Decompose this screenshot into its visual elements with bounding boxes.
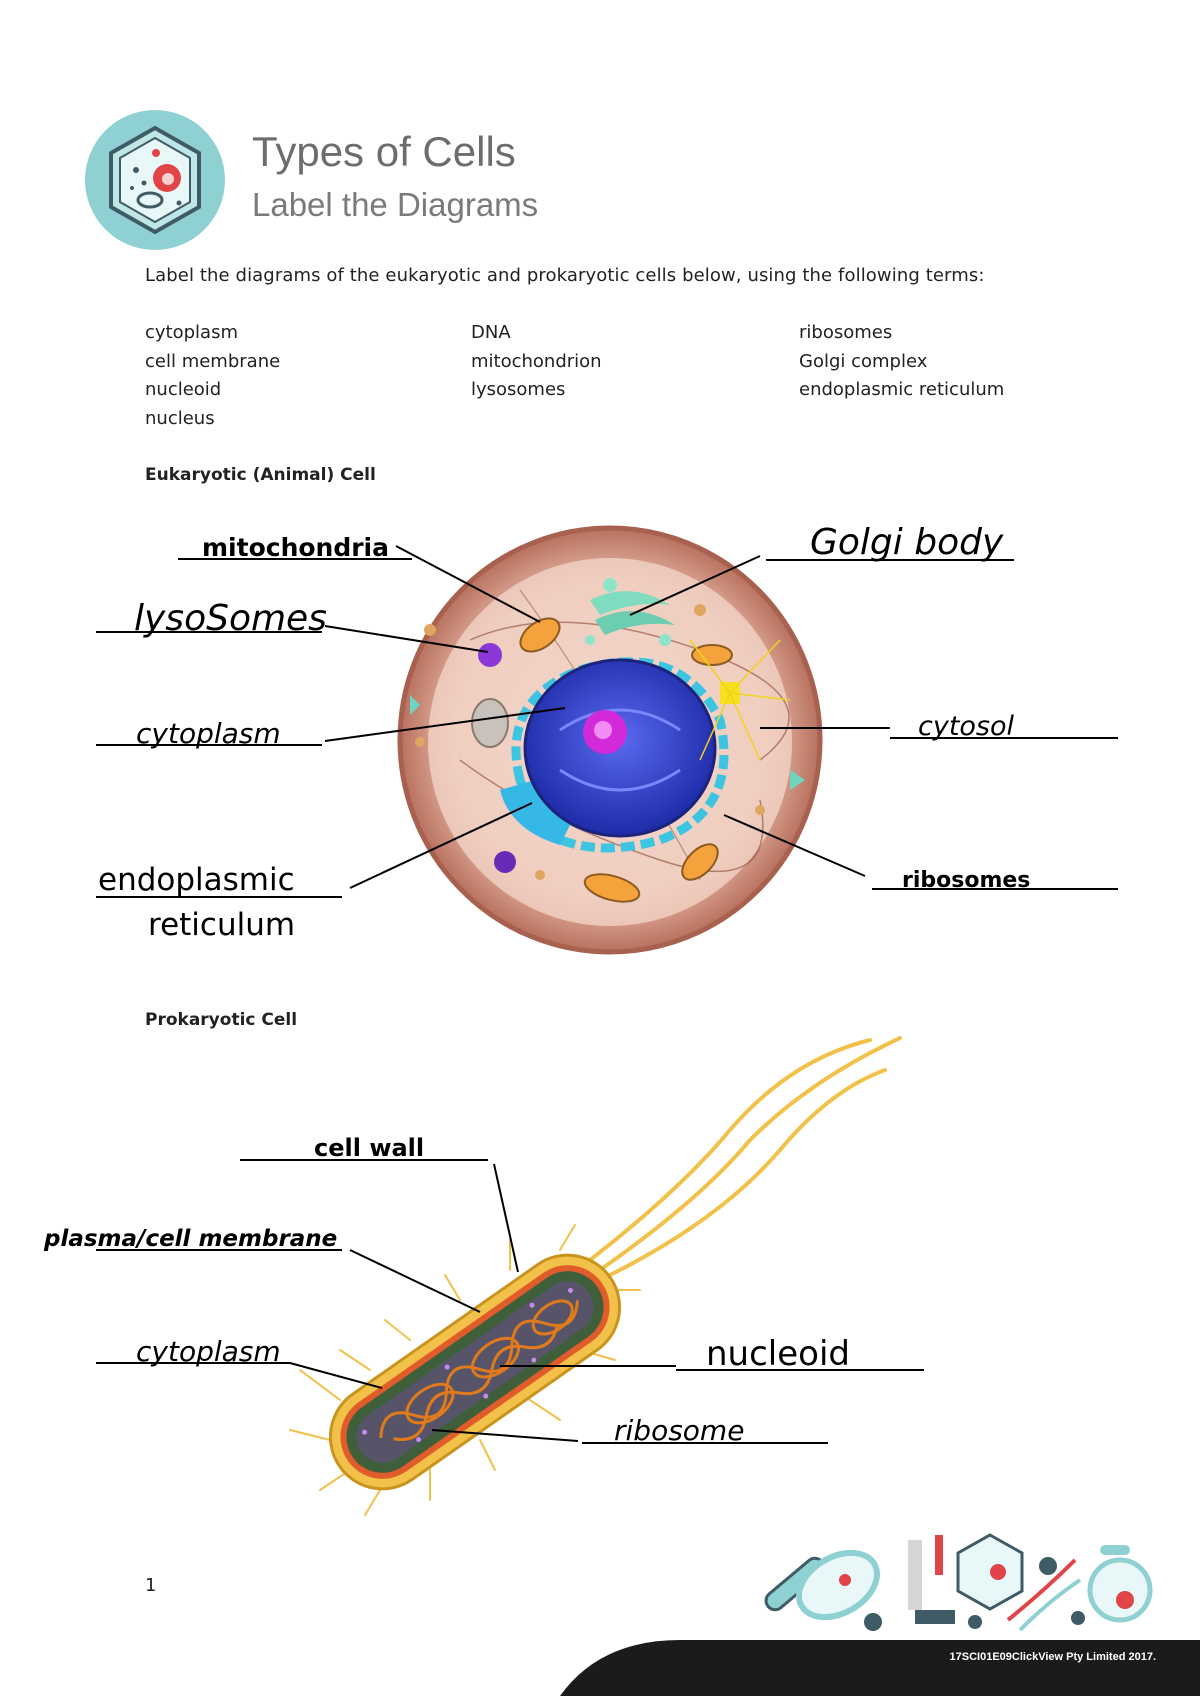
lysosome-shape — [478, 643, 502, 667]
eukaryotic-cell-diagram — [397, 525, 823, 955]
label-er-line2: reticulum — [148, 907, 296, 943]
eukaryotic-label-lines — [96, 545, 1118, 898]
page-title: Types of Cells — [252, 128, 516, 175]
nucleoid-shape — [379, 1299, 579, 1441]
label-plasma-membrane: plasma/cell membrane — [44, 1226, 338, 1252]
label-ribosome-prokaryotic: ribosome — [614, 1414, 745, 1447]
term-endoplasmic-reticulum: endoplasmic reticulum — [799, 379, 1005, 400]
term-dna: DNA — [471, 322, 511, 343]
endoplasmic-reticulum-shape — [511, 657, 729, 853]
prokaryotic-heading: Prokaryotic Cell — [145, 1010, 298, 1030]
label-mitochondria: mitochondria — [202, 533, 389, 562]
copyright-text: 17SCI01E09ClickView Pty Limited 2017. — [949, 1651, 1156, 1663]
page-subtitle: Label the Diagrams — [252, 186, 539, 223]
mitochondrion-shape — [519, 617, 561, 653]
label-er-line1: endoplasmic — [98, 862, 295, 898]
term-golgi-complex: Golgi complex — [799, 351, 928, 372]
instructions-text: Label the diagrams of the eukaryotic and… — [145, 265, 985, 286]
term-nucleus: nucleus — [145, 408, 215, 429]
label-ribosomes-eukaryotic: ribosomes — [902, 868, 1031, 893]
term-nucleoid: nucleoid — [145, 379, 222, 400]
eukaryotic-heading: Eukaryotic (Animal) Cell — [145, 465, 376, 485]
label-cytosol: cytosol — [918, 711, 1015, 742]
footer-band — [560, 1640, 1200, 1696]
label-nucleoid: nucleoid — [706, 1334, 850, 1374]
label-golgi-body: Golgi body — [810, 522, 1004, 563]
label-lysosomes: lysoSomes — [134, 598, 327, 639]
term-ribosomes: ribosomes — [799, 322, 893, 343]
label-cell-wall: cell wall — [314, 1134, 425, 1162]
term-mitochondrion: mitochondrion — [471, 351, 602, 372]
label-cytoplasm-eukaryotic: cytoplasm — [136, 717, 281, 750]
page-number: 1 — [145, 1575, 157, 1596]
footer-microbe-icons — [764, 1533, 1153, 1632]
label-cytoplasm-prokaryotic: cytoplasm — [136, 1335, 281, 1368]
term-cell-membrane: cell membrane — [145, 351, 281, 372]
centrosome-shape — [689, 639, 791, 761]
term-lysosomes: lysosomes — [471, 379, 566, 400]
ribosome-dots — [362, 1287, 574, 1443]
term-cytoplasm: cytoplasm — [145, 322, 238, 343]
golgi-body-shape — [585, 578, 675, 646]
cell-logo-icon — [85, 110, 225, 250]
